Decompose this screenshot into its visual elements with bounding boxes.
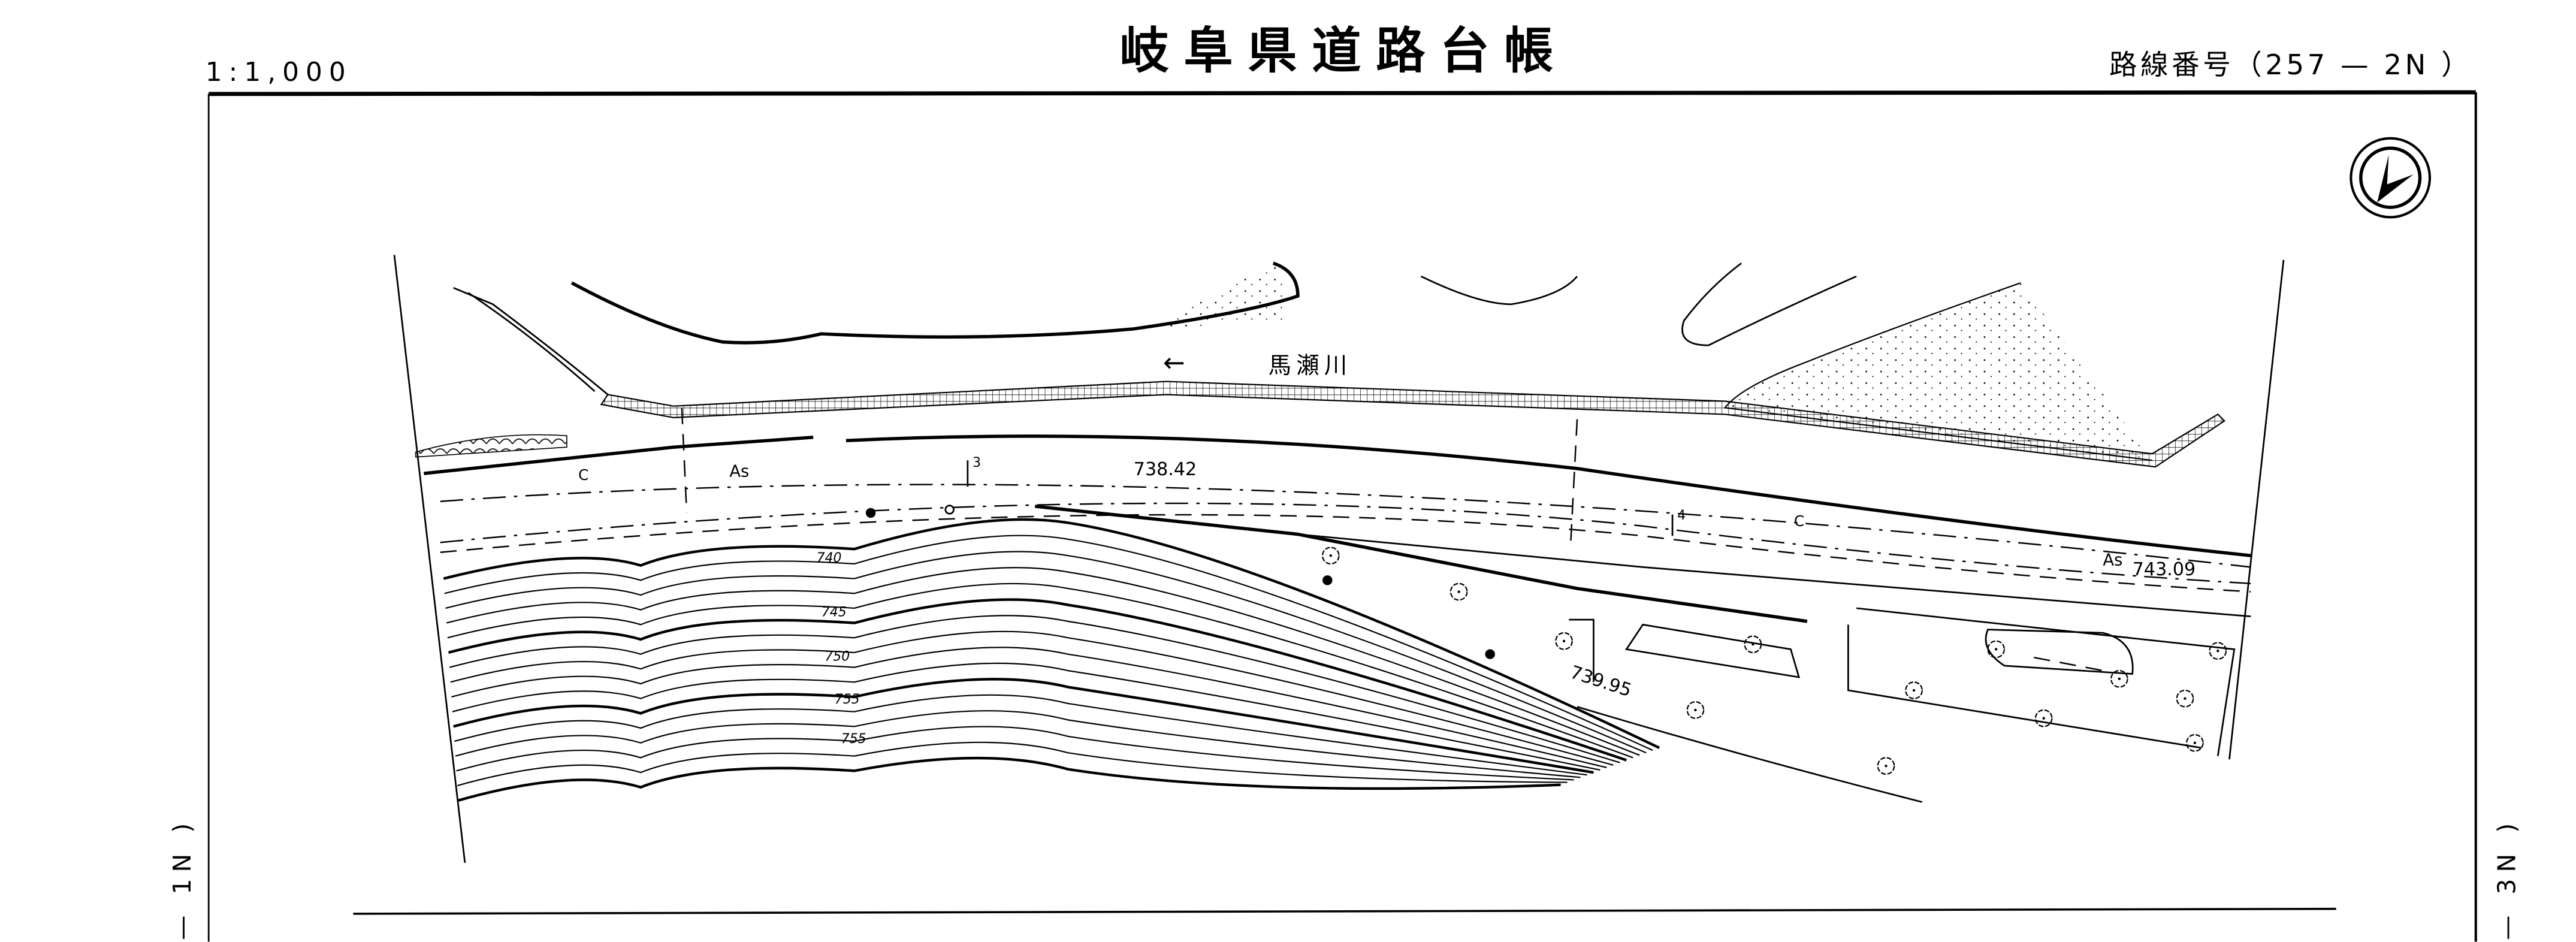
- frame-top: [209, 90, 2476, 96]
- tree-symbols: [1321, 547, 2227, 775]
- gabion-slope: [415, 434, 567, 458]
- tree-icon: [1905, 681, 1923, 699]
- tree-icon: [1987, 640, 2005, 659]
- curb-label: C: [578, 466, 588, 484]
- flow-direction-arrow: ←: [1163, 348, 1185, 378]
- map-boundary-right: [2228, 259, 2285, 760]
- tree-icon: [1321, 547, 1340, 565]
- contour-line: [443, 518, 1660, 749]
- tree-icon: [2110, 670, 2128, 688]
- contour-line: [446, 567, 1640, 756]
- contour-label: 755: [835, 692, 860, 707]
- contour-line: [448, 598, 1627, 762]
- contour-line: [445, 551, 1647, 754]
- tree-icon: [2186, 733, 2204, 752]
- contour-line: [453, 678, 1594, 774]
- river-revetment: [600, 381, 2225, 468]
- road: [424, 407, 2251, 803]
- curb-label: C: [1794, 512, 1804, 530]
- map-boundary-left: [393, 255, 466, 864]
- tree-icon: [1744, 635, 1762, 654]
- contour-line: [444, 535, 1653, 751]
- sheet-title: 岐阜県道路台帳: [1119, 23, 1568, 80]
- station-mark: 3: [973, 455, 981, 470]
- scale-label: 1:1,000: [206, 57, 352, 87]
- tree-icon: [2034, 709, 2053, 727]
- contour-line: [449, 615, 1620, 763]
- contour-line: [458, 756, 1561, 802]
- contour-lines: [443, 518, 1660, 802]
- left-sheet-link[interactable]: — 1N ): [168, 817, 197, 940]
- right-sheet-link[interactable]: — 3N ): [2493, 817, 2521, 940]
- contour-line: [451, 647, 1607, 768]
- contour-label: 745: [822, 605, 847, 620]
- contour-line: [456, 726, 1574, 781]
- elevation-label: 738.42: [1134, 459, 1197, 480]
- elevation-label: 739.95: [1568, 662, 1634, 701]
- tree-icon: [1877, 757, 1895, 775]
- contour-line: [454, 694, 1587, 776]
- contour-label: 750: [825, 650, 850, 665]
- road-surface-label: As: [729, 463, 749, 481]
- tree-icon: [1686, 701, 1705, 719]
- contour-label: 755: [841, 732, 866, 747]
- contour-line: [450, 630, 1614, 766]
- elevation-label: 743.09: [2133, 559, 2196, 580]
- contour-line: [447, 582, 1633, 759]
- contour-line: [457, 741, 1568, 787]
- contour-line: [452, 662, 1600, 771]
- road-surface-label: As: [2103, 551, 2122, 570]
- tree-icon: [2209, 642, 2227, 660]
- bottom-rule: [353, 907, 2336, 915]
- tree-icon: [1555, 632, 1573, 650]
- station-mark: 4: [1677, 508, 1686, 523]
- north-arrow-icon: [2349, 137, 2432, 219]
- tree-icon: [2176, 689, 2194, 708]
- contour-line: [455, 710, 1581, 778]
- contour-label: 740: [817, 551, 842, 566]
- river-name-label: 馬瀬川: [1269, 352, 1352, 379]
- route-number: 路線番号（257 — 2N ）: [2109, 49, 2472, 81]
- tree-icon: [1449, 582, 1468, 601]
